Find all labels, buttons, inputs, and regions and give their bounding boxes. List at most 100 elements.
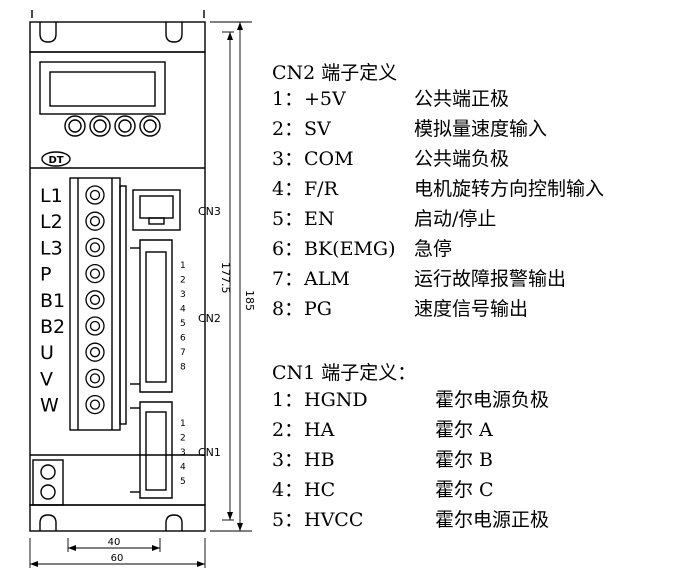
- power-terminal-block: [69, 177, 127, 431]
- terminal-screw: [85, 368, 105, 389]
- terminal-screw-head: [89, 373, 101, 384]
- dim-height-inner: 177.5: [219, 262, 232, 294]
- terminal-screw-head: [89, 399, 101, 410]
- pin-number: 3: [180, 448, 186, 458]
- pin-signal: HB: [304, 449, 335, 471]
- terminal-screw: [85, 263, 105, 284]
- pin-num: 3：: [272, 148, 304, 170]
- dim-height-outer: 185: [243, 290, 256, 311]
- pin-num: 2：: [272, 419, 304, 441]
- pin-number: 4: [180, 305, 186, 315]
- dimension-lines: [29, 21, 252, 568]
- pin-signal: HC: [304, 479, 336, 501]
- display-panel: [39, 61, 166, 115]
- terminal-label: L2: [40, 211, 63, 233]
- terminal-screw-head: [89, 189, 101, 201]
- cn2-pin-socket: [145, 251, 167, 383]
- cn1-title: CN1 端子定义：: [272, 362, 417, 384]
- pin-signal: BK(EMG): [304, 238, 396, 260]
- terminal-screw: [85, 290, 105, 310]
- terminal-label: P: [40, 264, 51, 286]
- brand-text: DT: [48, 155, 63, 166]
- bottom-right-mount-slot: [165, 514, 183, 531]
- pin-desc: 霍尔 A: [435, 419, 493, 441]
- pin-desc: 公共端负极: [414, 148, 510, 170]
- terminal-screw: [85, 211, 105, 231]
- pin-signal: SV: [304, 118, 331, 140]
- pin-num: 2：: [272, 118, 304, 140]
- pin-desc: 霍尔 B: [435, 449, 494, 471]
- bottom-mounting-flange: [29, 504, 206, 532]
- terminal-screw-head: [89, 320, 101, 332]
- terminal-label: L1: [40, 185, 63, 207]
- pin-desc: 速度信号输出: [414, 298, 529, 320]
- keypad: [64, 115, 161, 137]
- pin-desc: 急停: [414, 238, 453, 260]
- pin-num: 3：: [272, 449, 304, 471]
- lcd-screen: [49, 71, 156, 107]
- terminal-screw-head: [89, 347, 101, 358]
- pin-desc: 霍尔 C: [435, 479, 494, 501]
- pin-desc: 启动/停止: [414, 208, 497, 230]
- pin-num: 4：: [272, 479, 304, 501]
- terminal-screw-head: [89, 216, 101, 227]
- bottom-left-mount-slot: [39, 514, 57, 531]
- pin-number: 7: [180, 348, 186, 358]
- pin-number: 2: [180, 276, 186, 286]
- dim-width-inner: 40: [108, 537, 121, 548]
- pin-number: 1: [180, 261, 186, 271]
- terminal-screw-head: [89, 268, 101, 279]
- cn1-connector: [130, 401, 173, 499]
- top-left-mount-slot: [39, 22, 57, 43]
- cn2-label: CN2: [198, 312, 221, 325]
- terminal-screw: [85, 185, 105, 205]
- terminal-screw: [85, 237, 105, 258]
- top-right-mount-slot: [165, 22, 183, 43]
- cn2-title: CN2 端子定义: [272, 62, 398, 84]
- pin-signal: F/R: [304, 178, 338, 200]
- terminal-label: B1: [40, 290, 65, 312]
- pin-number: 6: [180, 334, 186, 344]
- pin-desc: 电机旋转方向控制输入: [414, 178, 605, 200]
- terminal-screw: [85, 394, 105, 415]
- brand-badge: [41, 151, 71, 167]
- terminal-label: B2: [40, 316, 65, 338]
- top-mounting-flange: [29, 10, 206, 53]
- pin-desc: 模拟量速度输入: [414, 118, 548, 140]
- cn1-pin-socket: [145, 411, 167, 491]
- cn3-label: CN3: [198, 205, 221, 218]
- pin-desc: 公共端正极: [414, 88, 510, 110]
- ground-terminal: [32, 459, 64, 506]
- pin-num: 5：: [272, 509, 304, 531]
- pin-desc: 运行故障报警输出: [414, 268, 567, 290]
- pin-signal: HVCC: [304, 509, 364, 531]
- pin-num: 8：: [272, 298, 304, 320]
- pin-signal: HA: [304, 419, 335, 441]
- pin-number: 1: [180, 419, 186, 429]
- pin-signal: HGND: [304, 389, 368, 411]
- terminal-screw-head: [89, 242, 101, 253]
- driver-body: [29, 51, 206, 506]
- pin-num: 5：: [272, 208, 304, 230]
- pin-signal: ALM: [304, 268, 350, 290]
- pin-number: 8: [180, 363, 186, 373]
- pin-num: 1：: [272, 88, 304, 110]
- terminal-screws: [85, 185, 105, 415]
- pin-number: 2: [180, 434, 186, 444]
- pin-signal: PG: [304, 298, 332, 320]
- pin-signal: +5V: [304, 88, 346, 110]
- pin-number: 5: [180, 319, 186, 329]
- pin-number: 4: [180, 463, 186, 473]
- terminal-screw: [85, 342, 105, 362]
- pin-signal: EN: [304, 208, 335, 230]
- cn1-label: CN1: [198, 446, 221, 459]
- terminal-screw: [85, 316, 105, 336]
- cn2-connector: [130, 239, 173, 393]
- terminal-label: V: [40, 368, 53, 390]
- pin-num: 7：: [272, 268, 304, 290]
- pin-num: 6：: [272, 238, 304, 260]
